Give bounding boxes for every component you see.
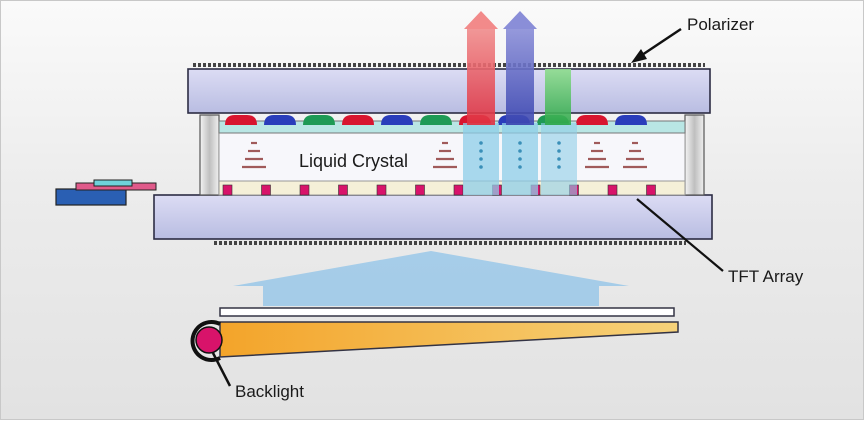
lower-glass-substrate: [153, 194, 713, 240]
subpixel-red: [576, 115, 608, 125]
lc-dot: [479, 157, 483, 161]
illumination-arrow: [233, 251, 629, 306]
tft-array-label: TFT Array: [728, 267, 804, 286]
flex-connector: [55, 188, 127, 206]
lc-dot: [557, 165, 561, 169]
tft-contact: [607, 184, 618, 196]
flex-chip: [93, 179, 133, 187]
subpixel-blue: [381, 115, 413, 125]
lc-dot: [479, 149, 483, 153]
tft-contact: [299, 184, 310, 196]
output-beam-blue: [503, 11, 537, 125]
polarizer-leader-line: [638, 27, 682, 59]
lc-molecule-stack: [242, 141, 266, 169]
subpixel-green: [420, 115, 452, 125]
lc-molecule-stack: [623, 141, 647, 169]
lc-dot: [518, 141, 522, 145]
backlight-leader-line: [211, 352, 232, 387]
lc-dot: [518, 149, 522, 153]
spacer-pillar-right: [684, 114, 705, 196]
tft-contact: [376, 184, 387, 196]
tft-contact: [415, 184, 425, 196]
lc-molecules: [242, 141, 647, 169]
subpixel-red: [342, 115, 374, 125]
subpixel-blue: [615, 115, 647, 125]
output-beam-green: [545, 69, 571, 125]
lc-dot: [557, 141, 561, 145]
tft-contact: [338, 184, 348, 196]
backlight-label: Backlight: [235, 382, 304, 401]
lamp-reflector: [190, 320, 221, 362]
lamp: [195, 326, 223, 354]
liquid-crystal-label: Liquid Crystal: [299, 151, 409, 171]
tft-contact: [453, 184, 464, 196]
spacer-pillar-left: [199, 114, 220, 196]
light-guide-plate: [219, 321, 679, 358]
lc-dot: [557, 149, 561, 153]
polarizer-arrowhead: [631, 49, 647, 63]
lc-dot: [557, 157, 561, 161]
lc-dot: [518, 157, 522, 161]
lc-molecule-stack: [585, 141, 609, 169]
aligned-lc-dots: [479, 141, 561, 169]
liquid-crystal-layer: [218, 132, 686, 182]
subpixel-red: [225, 115, 257, 125]
tft-leader-line: [636, 198, 724, 272]
subpixel-blue: [264, 115, 296, 125]
color-filter-subpixels: [225, 115, 647, 125]
tft-contact: [646, 184, 656, 196]
output-beam-red: [464, 11, 498, 125]
lc-dot: [518, 165, 522, 169]
upper-glass-substrate: [187, 68, 711, 114]
subpixel-green: [303, 115, 335, 125]
diffuser-sheet: [219, 307, 675, 317]
lc-molecule-stack: [433, 141, 457, 169]
tft-contact: [261, 184, 271, 196]
lc-dot: [479, 165, 483, 169]
tft-contact: [222, 184, 233, 196]
lc-dot: [479, 141, 483, 145]
polarizer-label: Polarizer: [687, 15, 755, 34]
